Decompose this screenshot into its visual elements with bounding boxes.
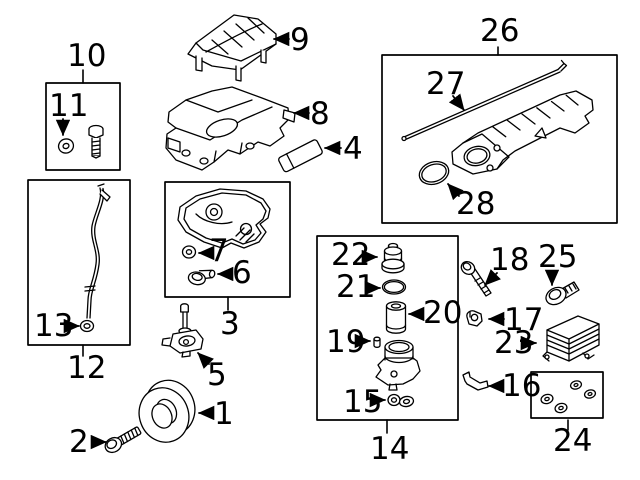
callout-27: 27 xyxy=(426,66,466,102)
group-box-12 xyxy=(27,179,131,346)
callout-2: 2 xyxy=(69,424,89,460)
part-27-guide-rod-drawing xyxy=(401,59,568,142)
callout-22: 22 xyxy=(331,237,371,273)
callout-26: 26 xyxy=(480,13,520,49)
part-24-seal-washers-drawing xyxy=(540,380,597,414)
callout-8: 8 xyxy=(310,96,330,132)
callout-14: 14 xyxy=(370,431,410,467)
callout-9: 9 xyxy=(290,22,310,58)
part-20-oil-filter-element-drawing xyxy=(385,301,407,334)
callout-23: 23 xyxy=(494,325,534,361)
callout-10: 10 xyxy=(67,38,107,74)
callout-7: 7 xyxy=(209,233,229,269)
part-8-upper-oil-pan-drawing xyxy=(165,86,296,171)
callout-15: 15 xyxy=(343,384,383,420)
part-5-oil-level-sensor-drawing xyxy=(161,303,204,358)
part-6-drain-plug-drawing xyxy=(187,269,216,286)
group-box-24 xyxy=(530,371,604,419)
callout-17: 17 xyxy=(504,302,544,338)
part-1-crankshaft-pulley-drawing xyxy=(138,379,196,443)
part-11-seal-washer-drawing xyxy=(57,138,75,154)
callout-5: 5 xyxy=(207,357,227,393)
part-19-plug-drawing xyxy=(373,336,381,348)
part-10-bolt-drawing xyxy=(88,124,104,159)
callout-4: 4 xyxy=(343,131,363,167)
part-23-oil-cooler-drawing xyxy=(542,315,600,362)
callout-1: 1 xyxy=(214,396,234,432)
part-22-filter-cap-drawing xyxy=(381,242,405,274)
part-17-fitting-drawing xyxy=(466,310,483,327)
part-12-dipstick-drawing xyxy=(84,183,111,319)
callout-3: 3 xyxy=(220,306,240,342)
callout-18: 18 xyxy=(490,242,530,278)
part-3-pan-gasket-tray-drawing xyxy=(177,188,271,249)
callout-arrows xyxy=(55,31,560,450)
callout-6: 6 xyxy=(232,255,252,291)
part-16-bracket-drawing xyxy=(462,371,489,391)
group-box-26 xyxy=(381,54,618,224)
callout-13: 13 xyxy=(34,308,74,344)
part-14-filter-housing-drawing xyxy=(375,339,421,391)
part-7-washer-drawing xyxy=(181,245,197,259)
part-4-sleeve-drawing xyxy=(278,139,323,173)
callout-25: 25 xyxy=(538,239,578,275)
callout-16: 16 xyxy=(502,368,542,404)
callout-28: 28 xyxy=(456,186,496,222)
part-25-flange-bolt-drawing xyxy=(545,281,580,306)
part-28-gasket-ring-drawing xyxy=(418,160,450,186)
callout-21: 21 xyxy=(336,269,376,305)
callout-20: 20 xyxy=(423,295,463,331)
part-26-ladder-frame-drawing xyxy=(451,90,594,175)
part-15-seals-drawing xyxy=(387,393,415,408)
part-2-pulley-bolt-drawing xyxy=(104,426,142,454)
callout-19: 19 xyxy=(326,324,366,360)
part-13-o-ring-drawing xyxy=(79,319,95,333)
part-9-baffle-plate-drawing xyxy=(187,14,277,82)
callout-24: 24 xyxy=(553,423,593,459)
part-21-o-ring-drawing xyxy=(381,279,407,295)
callout-12: 12 xyxy=(67,350,107,386)
leader-ticks xyxy=(82,46,569,434)
part-18-bolt-drawing xyxy=(460,261,492,297)
callout-11: 11 xyxy=(49,88,89,124)
